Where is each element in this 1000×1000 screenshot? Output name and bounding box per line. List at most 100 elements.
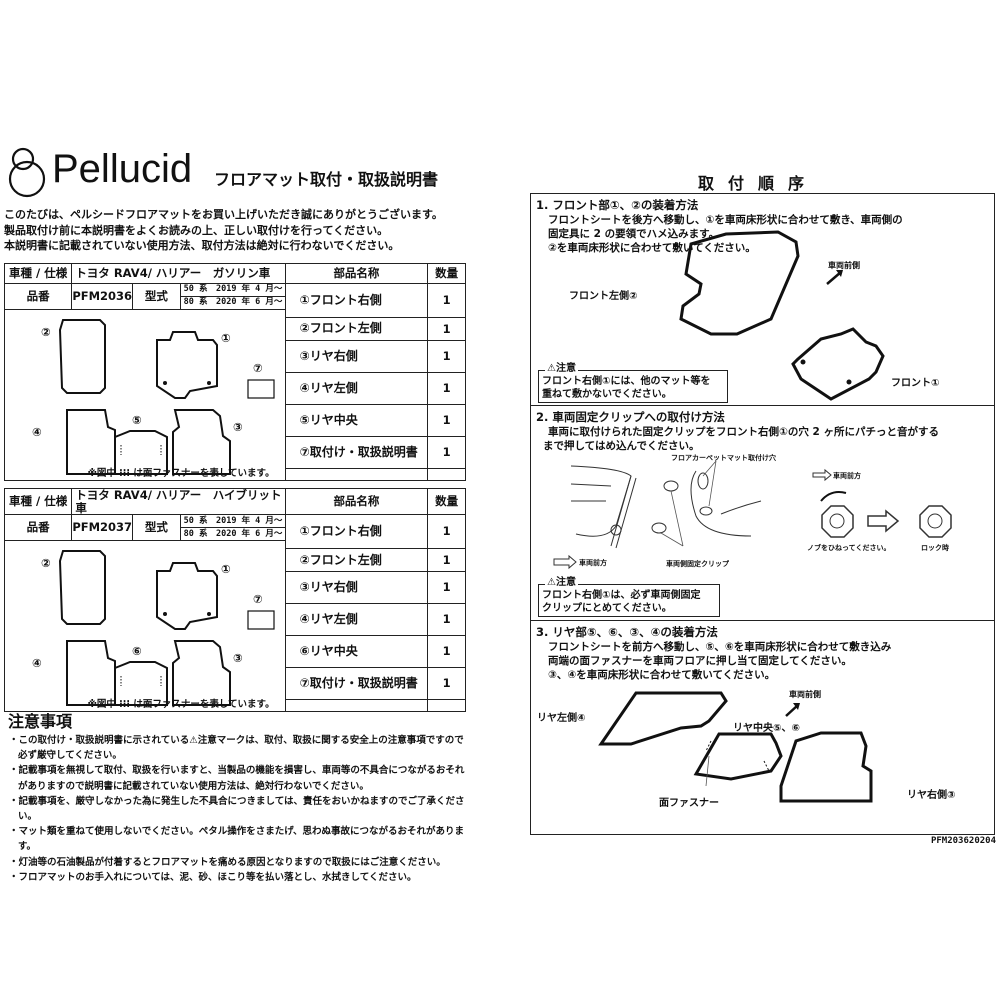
caution-text: 重ねて敷かないでください。 — [542, 389, 672, 400]
part-qty: 1 — [427, 317, 466, 341]
label-vehicle-clip: 車両側固定クリップ — [666, 560, 729, 568]
intro-text: このたびは、ペルシードフロアマットをお買い上げいただき誠にありがとうございます。… — [4, 207, 443, 254]
warning-item: ・灯油等の石油製品が付着するとフロアマットを痛める原因となりますので取扱にはご注… — [9, 856, 446, 868]
part-qty: 1 — [427, 404, 466, 437]
label-rear-left: リヤ左側④ — [537, 713, 586, 724]
caution-title: ⚠注意 — [545, 362, 578, 375]
label-vehicle-front: 車両前方 — [833, 472, 861, 480]
diagram-label: ③ — [233, 651, 243, 666]
mat-diagram — [58, 550, 275, 707]
diagram-label: ② — [41, 325, 51, 339]
rear-mats-illustration — [598, 691, 873, 803]
spec-label: 車種 / 仕様 — [3, 487, 73, 516]
mat-layout-diagram: ② ① ⑦ ④ ⑤ ③ — [4, 309, 286, 475]
caution-text: クリップにとめてください。 — [542, 603, 672, 614]
part-qty: 1 — [427, 571, 466, 605]
parts-header: 部品名称 — [284, 263, 429, 284]
part-no-label: 品番 — [3, 514, 73, 542]
diagram-label: ③ — [233, 420, 243, 434]
caution-box: ⚠注意フロント右側①には、他のマット等を重ねて敷かないでください。 — [538, 362, 728, 403]
warning-item: ・記載事項を、厳守しなかった為に発生した不具合につきましては、責任をおいかねます… — [9, 795, 465, 823]
part-name: ②フロント左側 — [284, 317, 429, 341]
label-vehicle-front: 車両前側 — [789, 690, 821, 699]
intro-line: このたびは、ペルシードフロアマットをお買い上げいただき誠にありがとうございます。 — [4, 208, 443, 221]
section-text: フロントシートを前方へ移動し、⑤、⑥を車両床形状に合わせて敷き込み — [548, 641, 892, 653]
label-vehicle-front: 車両前側 — [828, 261, 860, 270]
part-qty: 1 — [427, 436, 466, 469]
diagram-label: ⑦ — [253, 361, 263, 375]
part-name: ④リヤ左側 — [284, 603, 429, 637]
label-locked: ロック時 — [921, 544, 949, 552]
warnings-section: 注意事項 ・この取付け・取扱説明書に示されている⚠注意マークは、取付、取扱に関す… — [8, 712, 468, 885]
part-qty: 1 — [427, 372, 466, 405]
diagram-label: ④ — [32, 656, 42, 671]
part-qty: 1 — [427, 548, 466, 573]
warnings-title: 注意事項 — [8, 712, 73, 731]
section-text: ③、④を車両床形状に合わせて敷いてください。 — [548, 669, 776, 681]
warning-item: ・記載事項を無視して取付、取扱を行いますと、当製品の機能を損害し、車両等の不具合… — [9, 765, 465, 792]
part-qty: 1 — [427, 635, 466, 669]
clip-illustration — [553, 460, 952, 570]
part-no: PFM2036 — [71, 283, 134, 310]
warning-item: ・この取付け・取扱説明書に示されている⚠注意マークは、取付、取扱に関する安全上の… — [9, 735, 464, 762]
qty-header: 数量 — [427, 487, 466, 516]
qty-header: 数量 — [427, 263, 466, 284]
section-heading: 2. 車両固定クリップへの取付け方法 — [536, 410, 725, 424]
model-year: 80 系 2020 年 6 月～ — [179, 527, 286, 542]
intro-line: 本説明書に記載されていない使用方法、取付方法は絶対に行わないでください。 — [4, 239, 400, 252]
section-heading: 1. フロント部①、②の装着方法 — [536, 198, 699, 212]
section-front: 1. フロント部①、②の装着方法 フロントシートを後方へ移動し、①を車両床形状に… — [531, 194, 994, 406]
spec-value: トヨタ RAV4/ ハリアー ガソリン車 — [71, 263, 286, 284]
section-text: 固定具に 2 の要領でハメ込みます。 — [548, 228, 720, 240]
part-qty: 1 — [427, 514, 466, 550]
mat-diagram — [58, 319, 275, 475]
model-year: 50 系 2019 年 4 月～ — [179, 514, 286, 529]
label-front-left: フロント左側② — [569, 291, 638, 302]
model-year: 50 系 2019 年 4 月～ — [179, 283, 286, 297]
part-name: ③リヤ右側 — [284, 340, 429, 373]
label-mounting-hole: フロアカーペットマット取付け穴 — [671, 454, 776, 462]
part-no-label: 品番 — [3, 283, 73, 310]
parts-header: 部品名称 — [284, 487, 429, 516]
part-name: ④リヤ左側 — [284, 372, 429, 405]
part-qty: 1 — [427, 603, 466, 637]
diagram-label: ① — [221, 331, 231, 345]
part-name: ⑤リヤ中央 — [284, 404, 429, 437]
warning-item: ・マット類を重ねて使用しないでください。ペタル操作をさまたげ、思わぬ事故につなが… — [9, 826, 465, 853]
mat-layout-diagram: ② ① ⑦ ④ ⑥ ③ — [4, 540, 286, 707]
label-fastener: 面ファスナー — [659, 798, 719, 809]
pellucid-logo-icon — [8, 147, 46, 198]
part-name: ②フロント左側 — [284, 548, 429, 573]
diagram-label: ① — [221, 562, 231, 577]
label-rear-center: リヤ中央⑤、⑥ — [733, 723, 800, 734]
caution-title: ⚠注意 — [545, 576, 578, 589]
spec-label: 車種 / 仕様 — [3, 263, 73, 284]
section-clip: 2. 車両固定クリップへの取付け方法 車両に取付けられた固定クリップをフロント右… — [531, 406, 994, 621]
label-vehicle-front: 車両前方 — [579, 559, 607, 567]
spec-value: トヨタ RAV4/ ハリアー ハイブリット車 — [71, 487, 286, 516]
section-heading: 3. リヤ部⑤、⑥、③、④の装着方法 — [536, 625, 718, 639]
caution-text: フロント右側①には、他のマット等を — [542, 376, 711, 387]
caution-box: ⚠注意フロント右側①は、必ず車両側固定クリップにとめてください。 — [538, 576, 720, 617]
model-label: 型式 — [132, 283, 181, 310]
section-text: フロントシートを後方へ移動し、①を車両床形状に合わせて敷き、車両側の — [548, 214, 903, 226]
diagram-label: ② — [41, 556, 51, 571]
section-rear: 3. リヤ部⑤、⑥、③、④の装着方法 フロントシートを前方へ移動し、⑤、⑥を車両… — [531, 621, 994, 836]
model-label: 型式 — [132, 514, 181, 542]
section-text: 車両に取付けられた固定クリップをフロント右側①の穴 2 ヶ所にパチっと音がする — [548, 426, 940, 438]
document-title: フロアマット取付・取扱説明書 — [214, 170, 439, 189]
part-qty: 1 — [427, 283, 466, 318]
warning-item: ・フロアマットのお手入れについては、泥、砂、ほこり等を払い落とし、水拭きしてくだ… — [9, 871, 417, 883]
model-year: 80 系 2020 年 6 月～ — [179, 296, 286, 310]
part-name: ①フロント右側 — [284, 283, 429, 318]
part-qty: 1 — [427, 667, 466, 701]
section-text: 両端の面ファスナーを車両フロアに押し当て固定してください。 — [548, 655, 852, 667]
part-no: PFM2037 — [71, 514, 134, 542]
section-text: まで押してはめ込んでください。 — [543, 440, 700, 452]
part-qty: 1 — [427, 340, 466, 373]
part-name: ③リヤ右側 — [284, 571, 429, 605]
label-rear-right: リヤ右側③ — [907, 790, 956, 801]
diagram-label: ⑥ — [132, 644, 142, 659]
